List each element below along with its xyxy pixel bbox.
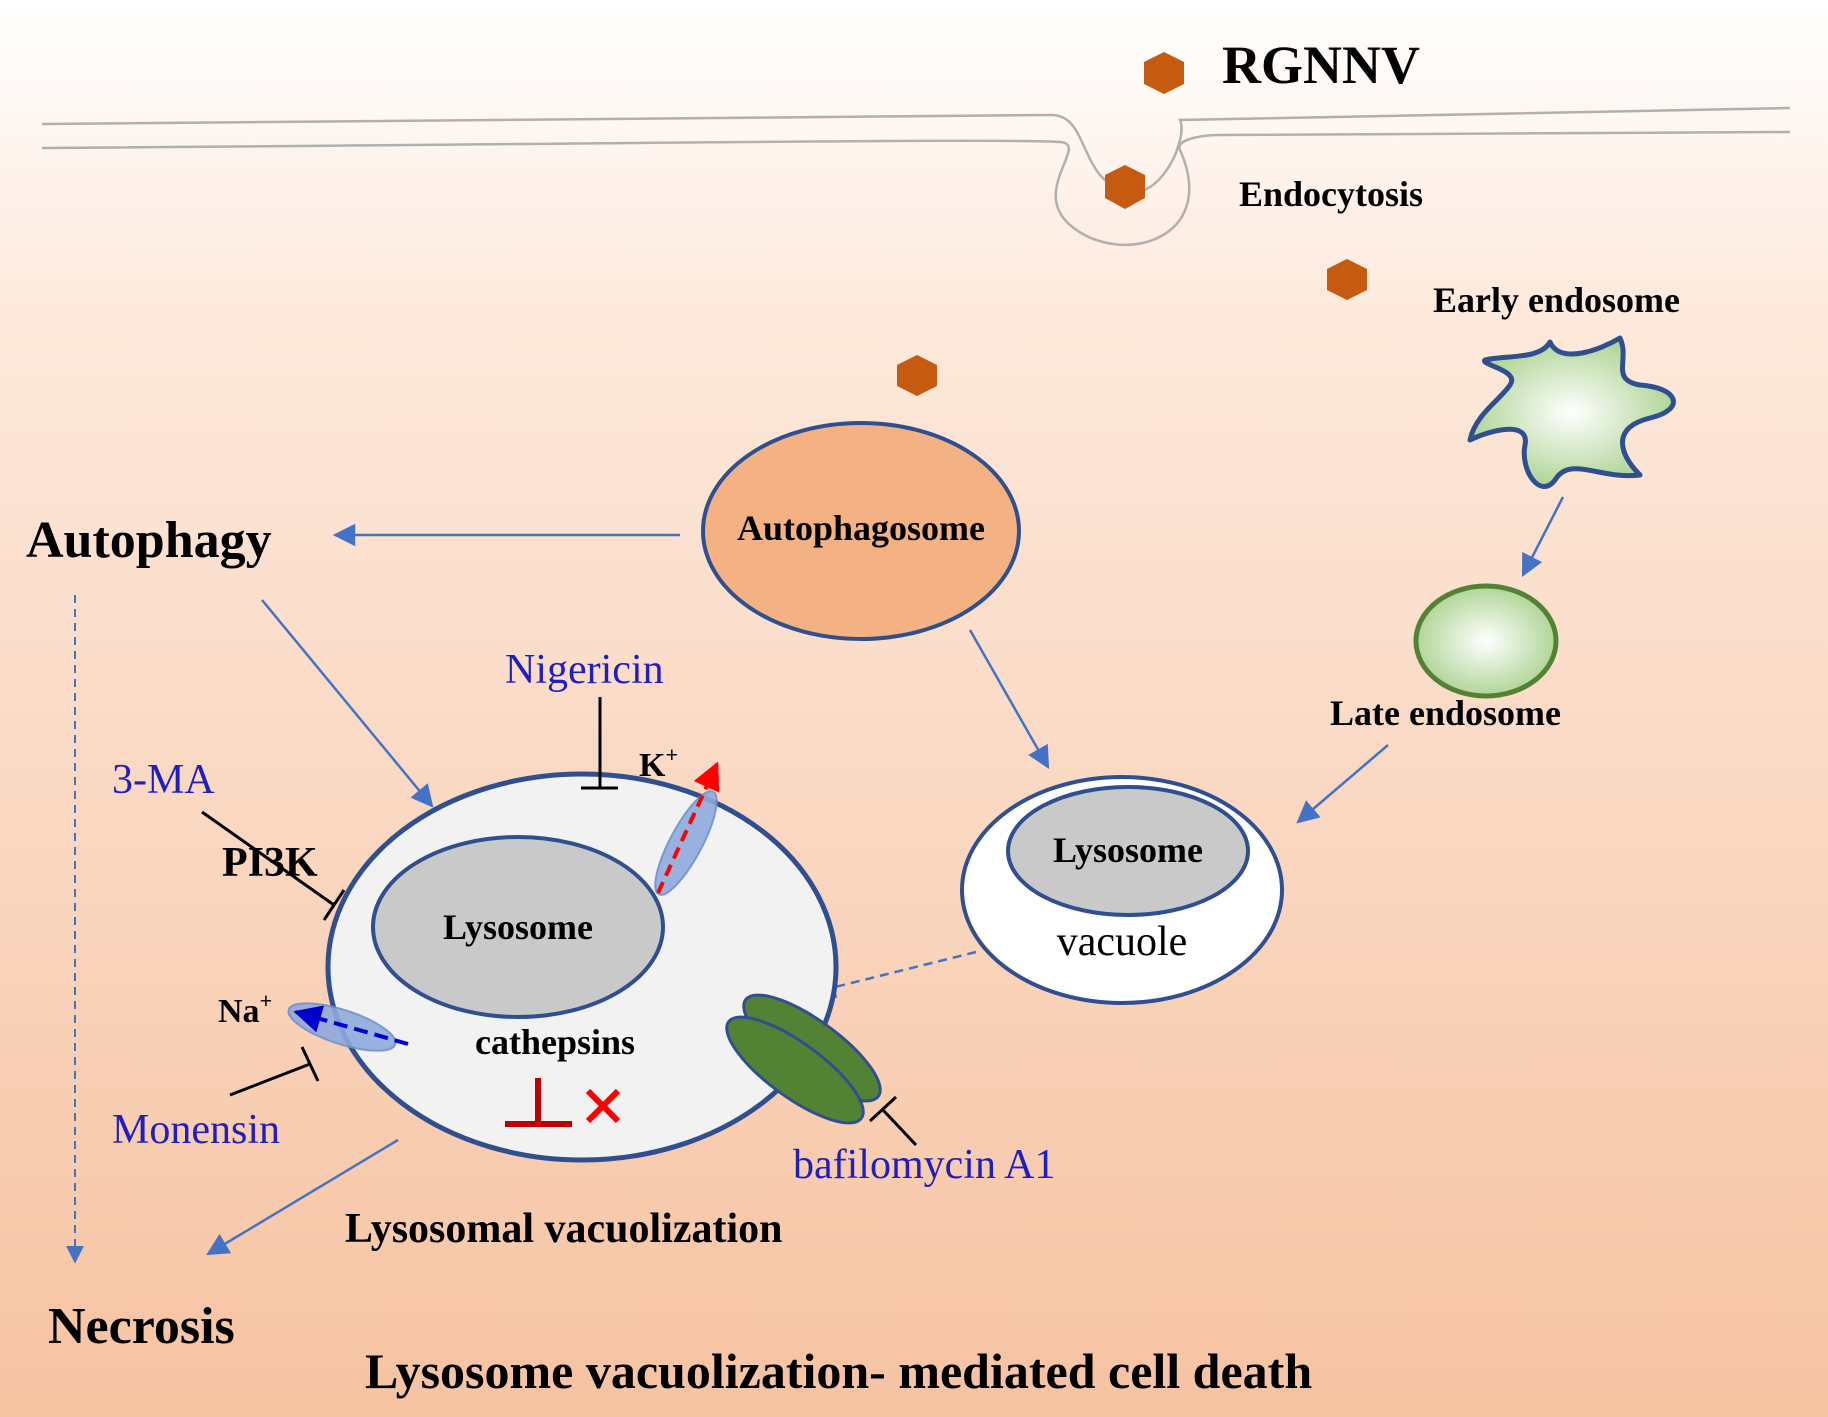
lysosomal-vacuolization-label: Lysosomal vacuolization [345,1206,783,1252]
necrosis-label: Necrosis [48,1298,235,1355]
arrow-vacuole-to-big-vacuole-dashed [812,950,977,999]
late-endosome-label: Late endosome [1330,693,1561,733]
late-endosome-shape [1413,583,1559,699]
lysosome-left-shape [371,835,665,1019]
na-influx-arrow [293,1005,409,1046]
drug-3ma-label: 3-MA [112,757,215,803]
virus-particle-cytoplasm [1327,259,1367,300]
virus-particle-pit [1105,165,1145,209]
autophagosome-label: Autophagosome [737,508,985,548]
autophagosome-shape [701,421,1021,641]
virus-particle-outside [1144,52,1184,94]
proton-pump-icon [725,993,882,1125]
na-ion-label: Na+ [218,988,272,1030]
3ma-inhibition-bar [201,810,346,921]
nigericin-inhibition-bar [581,697,618,790]
cathepsins-label: cathepsins [475,1022,635,1062]
footer-title: Lysosome vacuolization- mediated cell de… [365,1343,1312,1399]
cathepsin-cross-icon [585,1088,621,1124]
lysosome-left-label: Lysosome [443,907,593,947]
arrow-late-endosome-to-vacuole [1296,744,1389,824]
drug-bafilomycin-label: bafilomycin A1 [793,1142,1055,1188]
vacuole-label: vacuole [1057,919,1188,965]
arrow-early-to-late-endosome [1521,496,1565,578]
arrow-autophagy-to-vacuolization [261,599,434,808]
lysosome-right-label: Lysosome [1053,830,1203,870]
virus-label: RGNNV [1222,35,1420,95]
k-efflux-arrow [656,761,720,894]
drug-monensin-label: Monensin [112,1107,280,1153]
arrow-autophagosome-to-vacuole [968,629,1050,769]
endocytosis-label: Endocytosis [1239,174,1423,214]
k-ion-label: K+ [639,742,678,784]
early-endosome-label: Early endosome [1433,280,1680,320]
drug-nigericin-label: Nigericin [505,647,664,693]
bafilomycin-inhibition-bar [868,1095,918,1147]
pi3k-label: PI3K [222,840,318,886]
monensin-inhibition-bar [229,1046,320,1097]
virus-particle-autophagy [897,355,937,396]
early-endosome-shape [1467,335,1676,489]
lysosome-right-shape [1006,785,1250,917]
arrow-vacuolization-to-necrosis [206,1138,399,1256]
autophagy-label: Autophagy [26,512,272,569]
cathepsin-inhibition-mark [505,1078,572,1127]
